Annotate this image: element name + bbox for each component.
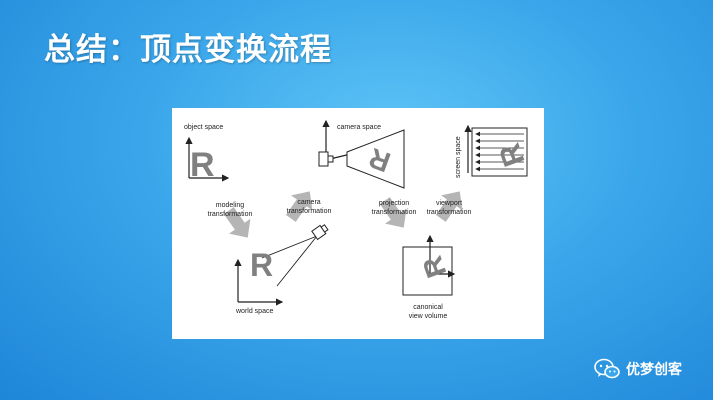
screen-space-label: screen space xyxy=(455,136,462,178)
canonical-volume-block: R canonical view volume xyxy=(402,234,456,320)
world-camera-icon xyxy=(311,224,329,241)
svg-text:transformation: transformation xyxy=(208,211,253,218)
diagram-svg: object space R modeling transformation c… xyxy=(184,119,532,320)
camera-body xyxy=(318,151,329,167)
svg-text:camera: camera xyxy=(297,199,320,206)
canonical-r-glyph: R xyxy=(416,252,452,282)
svg-text:transformation: transformation xyxy=(372,209,417,216)
camera-arrow xyxy=(285,191,313,222)
viewport-transformation-label: viewport transformation xyxy=(427,200,472,216)
svg-text:viewport: viewport xyxy=(436,200,462,207)
watermark: 优梦创客 xyxy=(594,358,682,380)
world-space-label: world space xyxy=(235,308,273,315)
object-space-block: object space R xyxy=(184,124,230,184)
camera-space-block: camera space R xyxy=(318,119,405,189)
world-space-block: R world space xyxy=(234,224,329,315)
modeling-arrow xyxy=(223,207,251,238)
view-frustum xyxy=(346,129,405,189)
slide-title: 总结：顶点变换流程 xyxy=(44,32,332,68)
camera-lens xyxy=(327,155,334,163)
svg-text:projection: projection xyxy=(379,200,409,207)
modeling-transformation-label: modeling transformation xyxy=(208,202,253,218)
viewport-arrow xyxy=(435,191,463,222)
world-frustum-bottom xyxy=(276,235,318,287)
world-frustum-top xyxy=(261,235,318,259)
screen-r-glyph: R xyxy=(493,139,532,171)
screen-rectangle xyxy=(471,127,528,177)
screen-space-block: screen space R xyxy=(455,124,532,178)
object-space-label: object space xyxy=(184,124,223,131)
camera-space-label: camera space xyxy=(337,124,381,131)
svg-text:transformation: transformation xyxy=(287,208,332,215)
svg-text:transformation: transformation xyxy=(427,209,472,216)
canonical-label-line1: canonical xyxy=(413,304,443,311)
watermark-text: 优梦创客 xyxy=(626,362,682,378)
world-r-glyph: R xyxy=(250,247,273,283)
scan-lines xyxy=(475,131,524,172)
object-r-glyph: R xyxy=(190,146,215,184)
vertex-transform-diagram: object space R modeling transformation c… xyxy=(172,108,544,339)
projection-arrow xyxy=(379,197,407,228)
svg-text:modeling: modeling xyxy=(216,202,245,209)
canonical-label-line2: view volume xyxy=(409,313,448,320)
camera-transformation-label: camera transformation xyxy=(287,199,332,215)
wechat-icon xyxy=(594,358,620,379)
projection-transformation-label: projection transformation xyxy=(372,200,417,216)
